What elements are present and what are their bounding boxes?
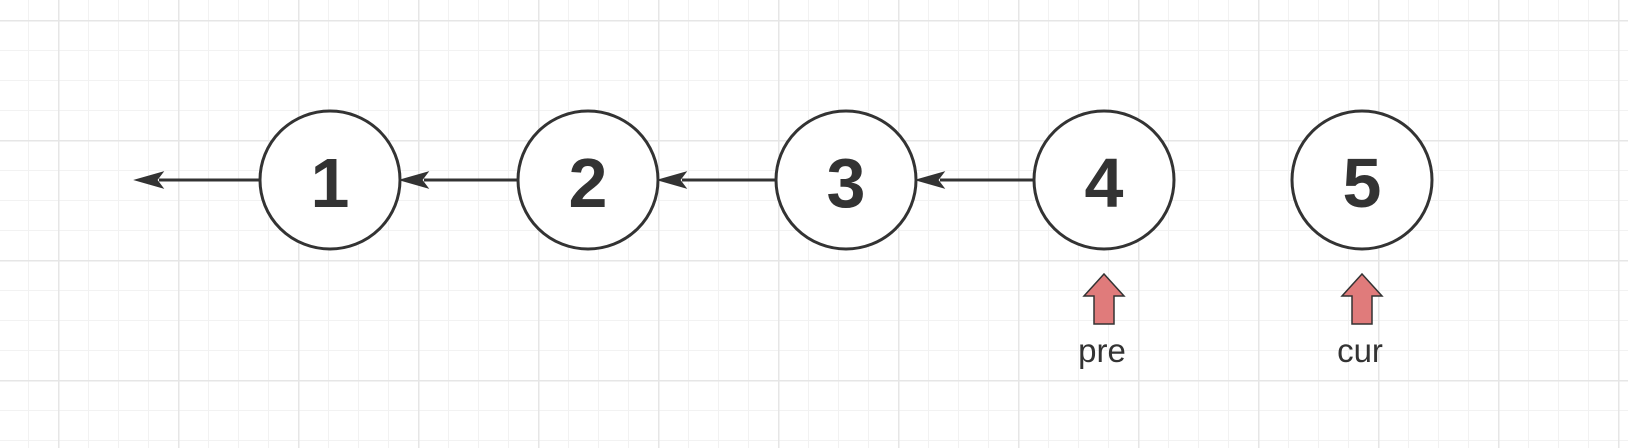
arrowhead-icon (914, 171, 946, 189)
link-arrow-3-to-2 (656, 171, 776, 189)
node-label: 4 (1085, 144, 1124, 222)
pointers-layer: pre cur (1078, 272, 1384, 369)
list-node-2: 2 (516, 109, 660, 251)
node-circle (1032, 109, 1176, 251)
node-label: 3 (827, 144, 866, 222)
link-arrow-4-to-3 (914, 171, 1034, 189)
list-node-4: 4 (1032, 109, 1176, 251)
list-node-5: 5 (1290, 109, 1434, 251)
links-layer (133, 171, 1034, 189)
pointer-label: cur (1337, 332, 1383, 369)
list-node-1: 1 (258, 109, 402, 251)
node-circle (516, 109, 660, 251)
node-label: 1 (311, 144, 350, 222)
up-arrow-icon (1340, 272, 1384, 325)
arrowhead-icon (133, 171, 165, 189)
up-arrow-icon (1082, 272, 1126, 325)
node-circle (1290, 109, 1434, 251)
pointer-cur: cur (1337, 272, 1384, 369)
null-link-arrow (133, 171, 260, 189)
list-node-3: 3 (774, 109, 918, 251)
link-arrow-2-to-1 (398, 171, 518, 189)
pointer-pre: pre (1078, 272, 1126, 369)
node-circle (774, 109, 918, 251)
node-circle (258, 109, 402, 251)
node-label: 5 (1343, 144, 1382, 222)
node-label: 2 (569, 144, 608, 222)
arrowhead-icon (398, 171, 430, 189)
nodes-layer: 1 2 3 4 5 (258, 109, 1434, 251)
pointer-label: pre (1078, 332, 1126, 369)
arrowhead-icon (656, 171, 688, 189)
